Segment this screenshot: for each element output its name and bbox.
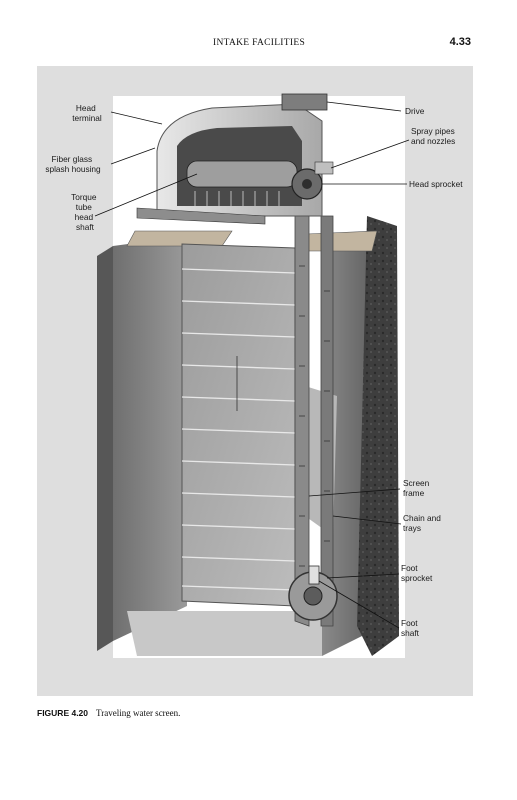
- traveling-water-screen-illustration: Head terminal Fiber glass splash housing…: [37, 66, 473, 696]
- chain-links: [299, 265, 330, 567]
- callout-head-terminal: Head terminal: [72, 103, 102, 123]
- callout-spray-pipes-and-nozzles: Spray pipes and nozzles: [411, 126, 457, 146]
- head-terminal-base: [136, 207, 266, 225]
- callout-line: Drive: [405, 106, 425, 116]
- section-title: INTAKE FACILITIES: [213, 38, 306, 48]
- callout-line: shaft: [401, 628, 420, 638]
- callout-line: Head: [76, 103, 96, 113]
- earth-cutaway: [357, 216, 399, 656]
- running-head: INTAKE FACILITIES 4.33: [0, 36, 517, 54]
- callout-line: frame: [403, 488, 425, 498]
- left-pit-wall: [113, 236, 187, 641]
- chain-and-trays: [320, 215, 334, 627]
- torque-tube-head-shaft: [186, 160, 298, 188]
- callout-line: tube: [76, 202, 93, 212]
- right-deck-slab: [298, 230, 378, 252]
- callout-line: terminal: [72, 113, 102, 123]
- head-sprocket-hub: [302, 179, 312, 189]
- screen-frame: [294, 215, 310, 627]
- callout-foot-sprocket: Foot sprocket: [401, 563, 433, 583]
- callout-line: Screen: [403, 478, 430, 488]
- screen-panel: [181, 243, 296, 607]
- spray-pipes-and-nozzles: [314, 161, 334, 175]
- figure-caption: FIGURE 4.20 Traveling water screen.: [37, 708, 180, 718]
- callout-line: head: [75, 212, 94, 222]
- figure-number: FIGURE 4.20: [37, 708, 89, 718]
- left-deck-slab: [126, 230, 233, 247]
- foot-shaft: [308, 565, 320, 585]
- callout-line: Fiber glass: [52, 154, 93, 164]
- callout-line: Foot: [401, 563, 418, 573]
- caption-text: Traveling water screen.: [96, 708, 181, 718]
- callout-head-sprocket: Head sprocket: [409, 179, 463, 189]
- callout-line: trays: [403, 523, 421, 533]
- callout-screen-frame: Screen frame: [403, 478, 432, 498]
- page-number: 4.33: [449, 36, 471, 48]
- callout-fiber-glass-splash-housing: Fiber glass splash housing: [45, 154, 101, 174]
- callout-line: Torque: [71, 192, 97, 202]
- callout-chain-and-trays: Chain and trays: [403, 513, 443, 533]
- callout-line: Chain and: [403, 513, 441, 523]
- callout-line: splash housing: [45, 164, 101, 174]
- callout-line: Foot: [401, 618, 418, 628]
- foot-sprocket-hub: [303, 586, 323, 606]
- callout-line: and nozzles: [411, 136, 455, 146]
- leader-lines: [94, 101, 410, 629]
- callout-drive: Drive: [405, 106, 425, 116]
- callout-line: shaft: [76, 222, 95, 232]
- callout-line: Head sprocket: [409, 179, 463, 189]
- callout-foot-shaft: Foot shaft: [401, 618, 420, 638]
- figure-frame: Head terminal Fiber glass splash housing…: [37, 66, 473, 696]
- callout-line: sprocket: [401, 573, 433, 583]
- pit-floor: [127, 611, 322, 656]
- screen-trays: [181, 268, 296, 591]
- callout-line: Spray pipes: [411, 126, 455, 136]
- drive-unit: [281, 93, 328, 111]
- head-screen-trays: [194, 191, 280, 206]
- left-wall-edge: [97, 246, 113, 651]
- callout-torque-tube-head-shaft: Torque tube head shaft: [71, 192, 99, 232]
